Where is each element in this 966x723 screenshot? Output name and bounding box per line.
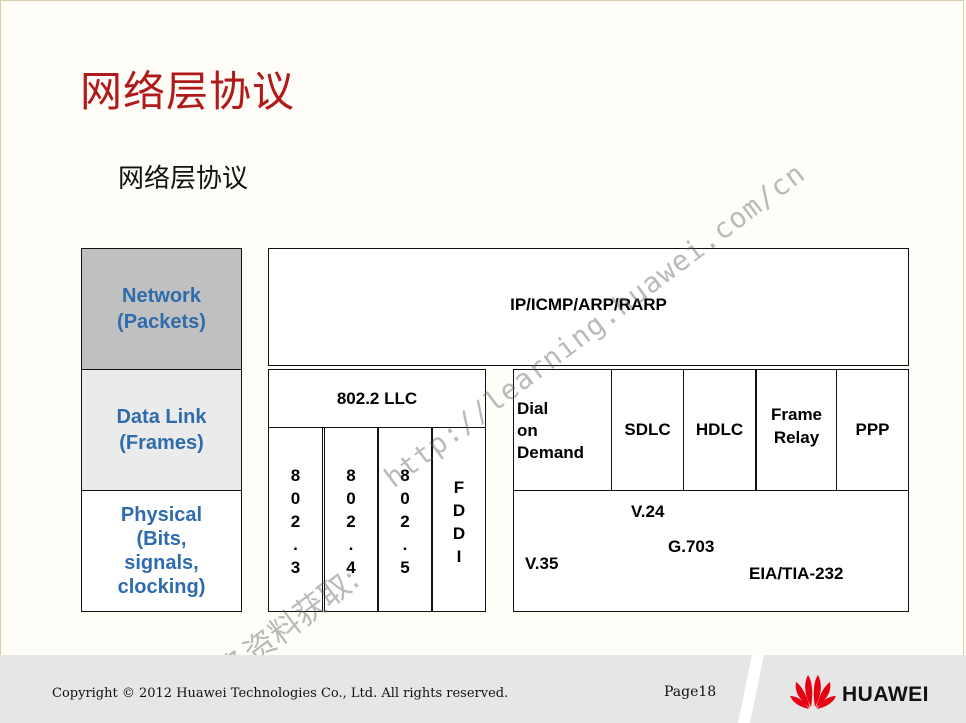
- layer-physical-line2: signals,: [124, 552, 199, 574]
- ieee-8024-box: 8 0 2 . 4: [324, 427, 378, 612]
- std-g703: G.703: [668, 537, 715, 556]
- footer-page-number: Page18: [664, 684, 717, 700]
- layer-datalink: Data Link (Frames): [81, 369, 242, 491]
- frame-relay-box: Frame Relay: [756, 369, 837, 491]
- slide-title: 网络层协议: [80, 67, 296, 116]
- ieee-8023-box: 8 0 2 . 3: [268, 427, 323, 612]
- ieee-8025-c3: .: [402, 535, 408, 554]
- std-v35: V.35: [525, 554, 559, 573]
- footer-divider: [738, 655, 764, 723]
- ieee-8024-c2: 2: [346, 512, 356, 531]
- layer-physical-line1: (Bits,: [136, 528, 187, 550]
- layer-datalink-name: Data Link: [116, 406, 207, 428]
- fddi-box: F D D I: [432, 427, 486, 612]
- layer-network-name: Network: [122, 285, 201, 307]
- frame-relay-line2: Relay: [773, 428, 820, 447]
- ieee-8023-c2: 2: [290, 512, 301, 531]
- dial-line3: Demand: [517, 443, 585, 462]
- frame-relay-line1: Frame: [770, 405, 823, 424]
- ieee-8025-c0: 8: [400, 466, 410, 485]
- llc-label: 802.2 LLC: [336, 388, 418, 408]
- layer-physical: Physical (Bits, signals, clocking): [81, 490, 242, 612]
- fddi-c2: D: [452, 524, 466, 543]
- ieee-8025-c4: 5: [400, 558, 410, 577]
- fddi-c3: I: [456, 547, 462, 566]
- ip-protocols-label: IP/ICMP/ARP/RARP: [510, 295, 667, 314]
- layer-network-unit: (Packets): [117, 311, 206, 333]
- sdlc-box: SDLC: [611, 369, 684, 491]
- huawei-logo-icon: [790, 672, 836, 712]
- hdlc-box: HDLC: [683, 369, 756, 491]
- footer-copyright: Copyright © 2012 Huawei Technologies Co.…: [52, 686, 509, 701]
- fddi-c0: F: [453, 478, 465, 497]
- ieee-8025-c1: 0: [400, 489, 410, 508]
- ip-protocols-box: IP/ICMP/ARP/RARP: [268, 248, 909, 366]
- sdlc-label: SDLC: [624, 420, 671, 439]
- ieee-8024-c0: 8: [346, 466, 356, 485]
- layer-network: Network (Packets): [81, 248, 242, 370]
- ieee-8025-c2: 2: [400, 512, 410, 531]
- physical-standards-box: V.24 G.703 V.35 EIA/TIA-232: [513, 490, 909, 612]
- hdlc-label: HDLC: [695, 420, 744, 439]
- std-v24: V.24: [631, 502, 665, 521]
- ppp-label: PPP: [855, 420, 890, 439]
- dial-on-demand-box: Dial on Demand: [513, 369, 612, 491]
- slide-subtitle: 网络层协议: [118, 164, 249, 194]
- dial-line1: Dial: [517, 399, 549, 418]
- footer-brand: HUAWEI: [842, 683, 929, 706]
- ieee-8024-c1: 0: [346, 489, 356, 508]
- ieee-8023-c4: 3: [290, 558, 301, 577]
- footer-bar: [0, 655, 966, 723]
- ppp-box: PPP: [836, 369, 909, 491]
- dial-line2: on: [517, 421, 538, 440]
- ieee-8024-c4: 4: [346, 558, 356, 577]
- ieee-8024-c3: .: [348, 535, 354, 554]
- layer-datalink-unit: (Frames): [119, 432, 204, 454]
- std-eia: EIA/TIA-232: [749, 564, 844, 583]
- ieee-8023-c3: .: [293, 535, 298, 554]
- fddi-c1: D: [452, 501, 466, 520]
- ieee-8023-c1: 0: [290, 489, 301, 508]
- layer-physical-name: Physical: [120, 504, 203, 526]
- ieee-8023-c0: 8: [290, 466, 301, 485]
- ieee-8025-box: 8 0 2 . 5: [378, 427, 432, 612]
- layer-physical-line3: clocking): [117, 576, 206, 598]
